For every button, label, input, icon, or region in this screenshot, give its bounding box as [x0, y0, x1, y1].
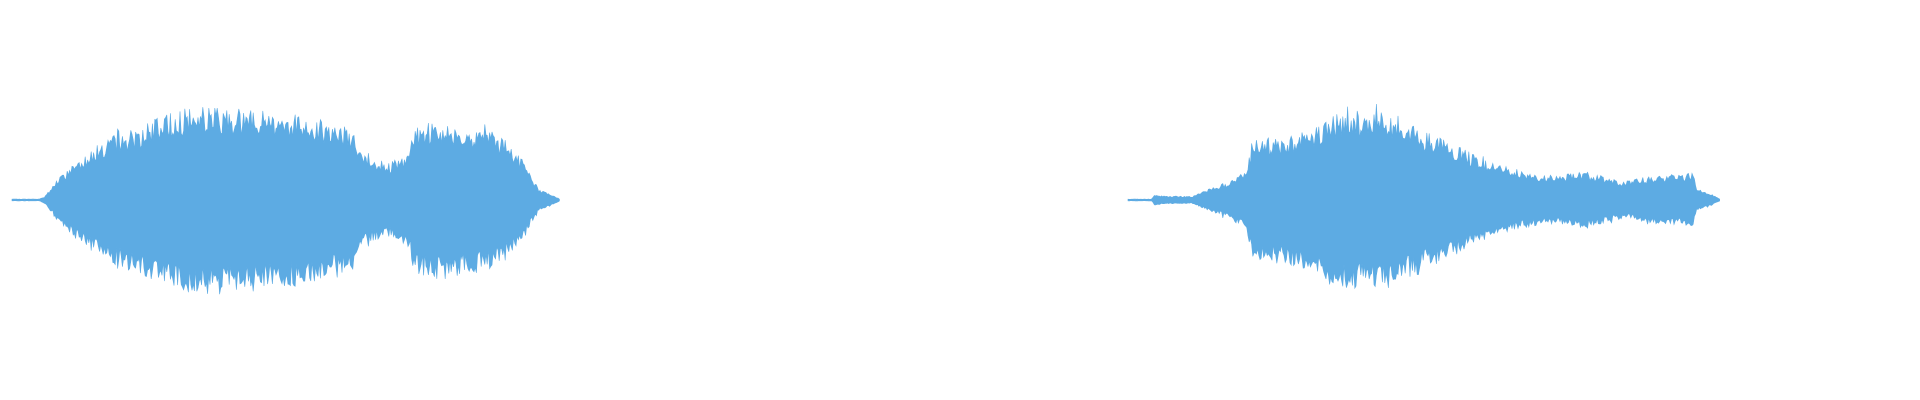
- waveform-clip-1: [11, 107, 560, 295]
- waveform-shape: [1127, 103, 1720, 290]
- waveform-shape: [11, 107, 560, 295]
- waveform-clip-2: [1127, 103, 1720, 290]
